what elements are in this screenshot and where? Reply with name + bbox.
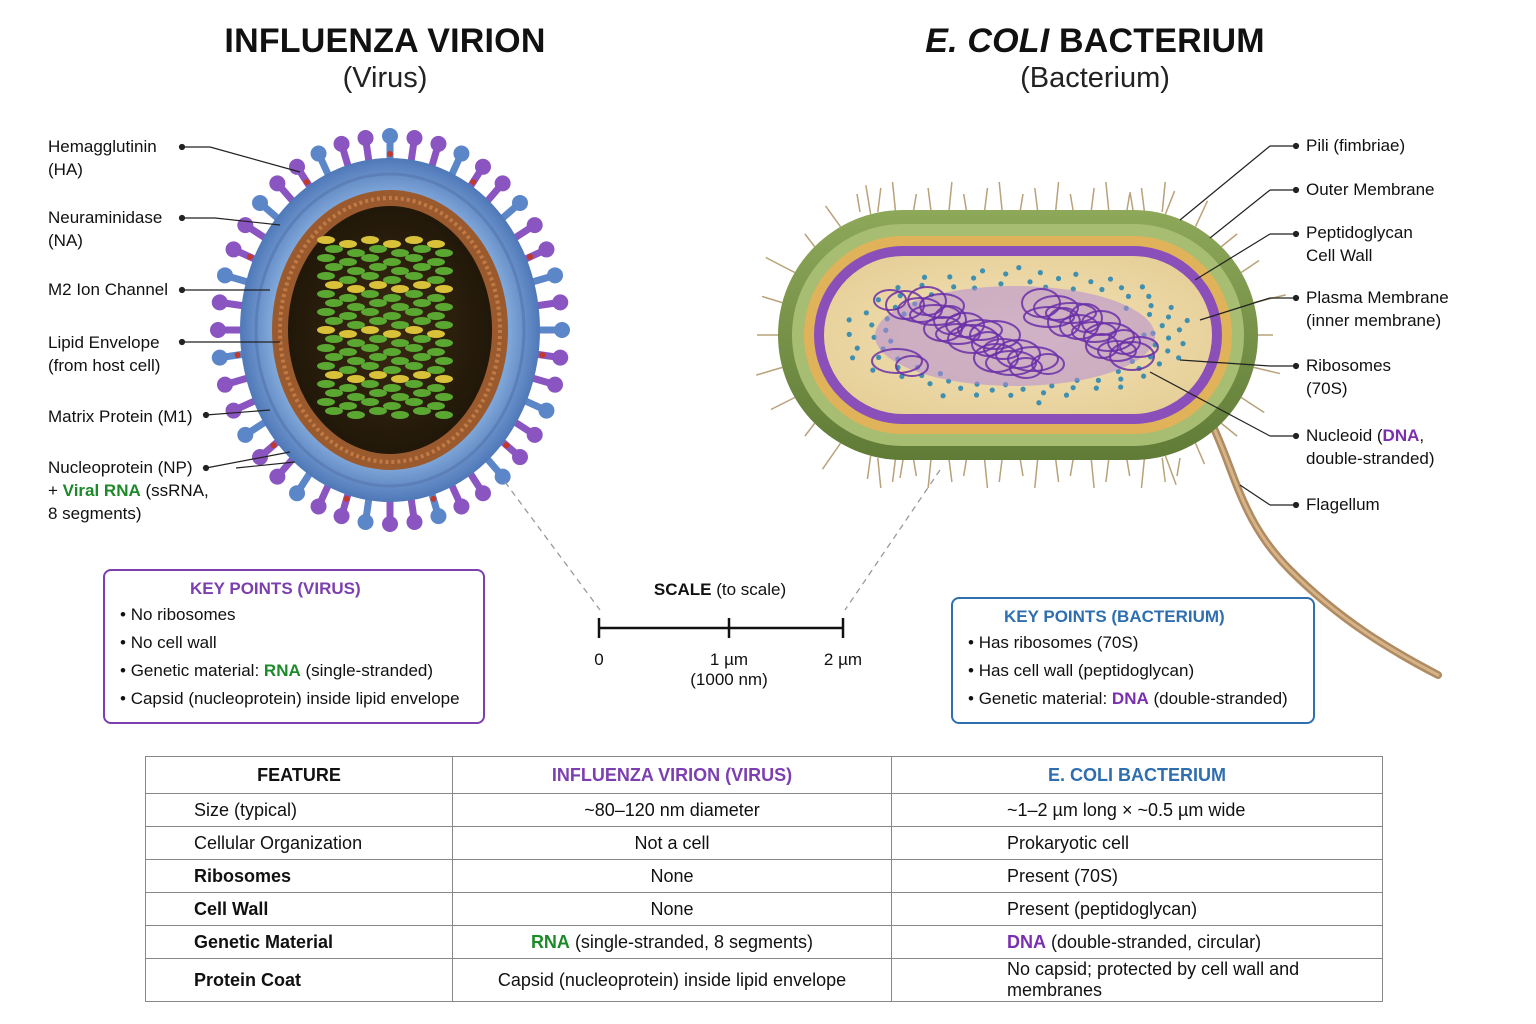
bacterium-point-3: Genetic material: DNA (double-stranded) [968,685,1313,713]
bacterium-leader-lines [1149,142,1300,509]
row-virus: Capsid (nucleoprotein) inside lipid enve… [452,958,892,1002]
row-feature: Cellular Organization [145,826,453,860]
virus-subtitle: (Virus) [342,62,428,94]
scale-title: SCALE (to scale) [653,580,787,599]
bacterium-point-2: Has cell wall (peptidoglycan) [968,657,1313,685]
label-lipid-envelope: Lipid Envelope(from host cell) [48,333,161,375]
table-row: Cell Wall None Present (peptidoglycan) [145,892,1383,926]
virus-title: INFLUENZA VIRION [224,22,546,60]
row-bacterium: Prokaryotic cell [891,826,1383,860]
row-virus: ~80–120 nm diameter [452,793,892,827]
scale-tick-1: 1 µm(1000 nm) [690,650,768,689]
row-virus: None [452,859,892,893]
virus-point-3: Genetic material: RNA (single-stranded) [120,657,483,685]
header-virus: INFLUENZA VIRION (VIRUS) [452,756,892,794]
row-bacterium: DNA (double-stranded, circular) [891,925,1383,959]
bacterium-subtitle: (Bacterium) [1020,62,1170,94]
bacterium-title-rest: BACTERIUM [1049,22,1265,60]
row-feature: Cell Wall [145,892,453,926]
row-feature: Genetic Material [145,925,453,959]
label-nucleoprotein: Nucleoprotein (NP) + Viral RNA (ssRNA, 8… [48,458,209,523]
row-virus: None [452,892,892,926]
virus-point-2: No cell wall [120,629,483,657]
nucleoid-dna [871,286,1159,379]
table-row: Cellular Organization Not a cell Prokary… [145,826,1383,860]
key-points-virus: KEY POINTS (VIRUS) No ribosomes No cell … [103,569,485,724]
bacterium-title-italic: E. COLI [925,22,1050,60]
label-pili: Pili (fimbriae) [1306,136,1406,155]
label-hemagglutinin: Hemagglutinin(HA) [48,137,157,179]
table-row: Size (typical) ~80–120 nm diameter ~1–2 … [145,793,1383,827]
table-row: Genetic Material RNA (single-stranded, 8… [145,925,1383,959]
rnp-segments [317,236,453,419]
table-row: Protein Coat Capsid (nucleoprotein) insi… [145,958,1383,1002]
key-points-bacterium-title: KEY POINTS (BACTERIUM) [1004,607,1225,626]
scale-bar [597,618,845,638]
virus-spikes [210,128,570,532]
row-bacterium: No capsid; protected by cell wall and me… [891,958,1383,1002]
row-feature: Ribosomes [145,859,453,893]
scale-tick-2: 2 µm [823,650,863,669]
label-ribosomes: Ribosomes(70S) [1306,356,1392,398]
header-feature: FEATURE [145,756,453,794]
key-points-bacterium: KEY POINTS (BACTERIUM) Has ribosomes (70… [951,597,1315,724]
label-outer-membrane: Outer Membrane [1306,180,1435,199]
label-matrix-protein: Matrix Protein (M1) [48,407,193,426]
row-bacterium: Present (peptidoglycan) [891,892,1383,926]
row-bacterium: ~1–2 µm long × ~0.5 µm wide [891,793,1383,827]
bacterium-title: E. COLI BACTERIUM [880,22,1310,61]
row-feature: Protein Coat [145,958,453,1002]
header-bacterium: E. COLI BACTERIUM [891,756,1383,794]
key-points-virus-title: KEY POINTS (VIRUS) [190,579,361,598]
row-bacterium: Present (70S) [891,859,1383,893]
label-flagellum: Flagellum [1306,495,1380,514]
label-nucleoid: Nucleoid (DNA, double-stranded) [1306,426,1435,468]
virus-leader-lines [178,143,301,472]
label-neuraminidase: Neuraminidase(NA) [48,208,163,250]
bacterium-point-1: Has ribosomes (70S) [968,629,1313,657]
row-virus: RNA (single-stranded, 8 segments) [452,925,892,959]
label-m2-ion-channel: M2 Ion Channel [48,280,169,299]
virus-point-1: No ribosomes [120,601,483,629]
label-plasma-membrane: Plasma Membrane(inner membrane) [1306,288,1449,330]
table-row: Ribosomes None Present (70S) [145,859,1383,893]
scale-tick-0: 0 [594,650,604,669]
row-virus: Not a cell [452,826,892,860]
pili [756,181,1286,489]
table-header-row: FEATURE INFLUENZA VIRION (VIRUS) E. COLI… [145,756,1383,794]
comparison-table: FEATURE INFLUENZA VIRION (VIRUS) E. COLI… [145,756,1383,1002]
row-feature: Size (typical) [145,793,453,827]
nucleoid-area [875,286,1155,386]
virus-point-4: Capsid (nucleoprotein) inside lipid enve… [120,685,483,713]
